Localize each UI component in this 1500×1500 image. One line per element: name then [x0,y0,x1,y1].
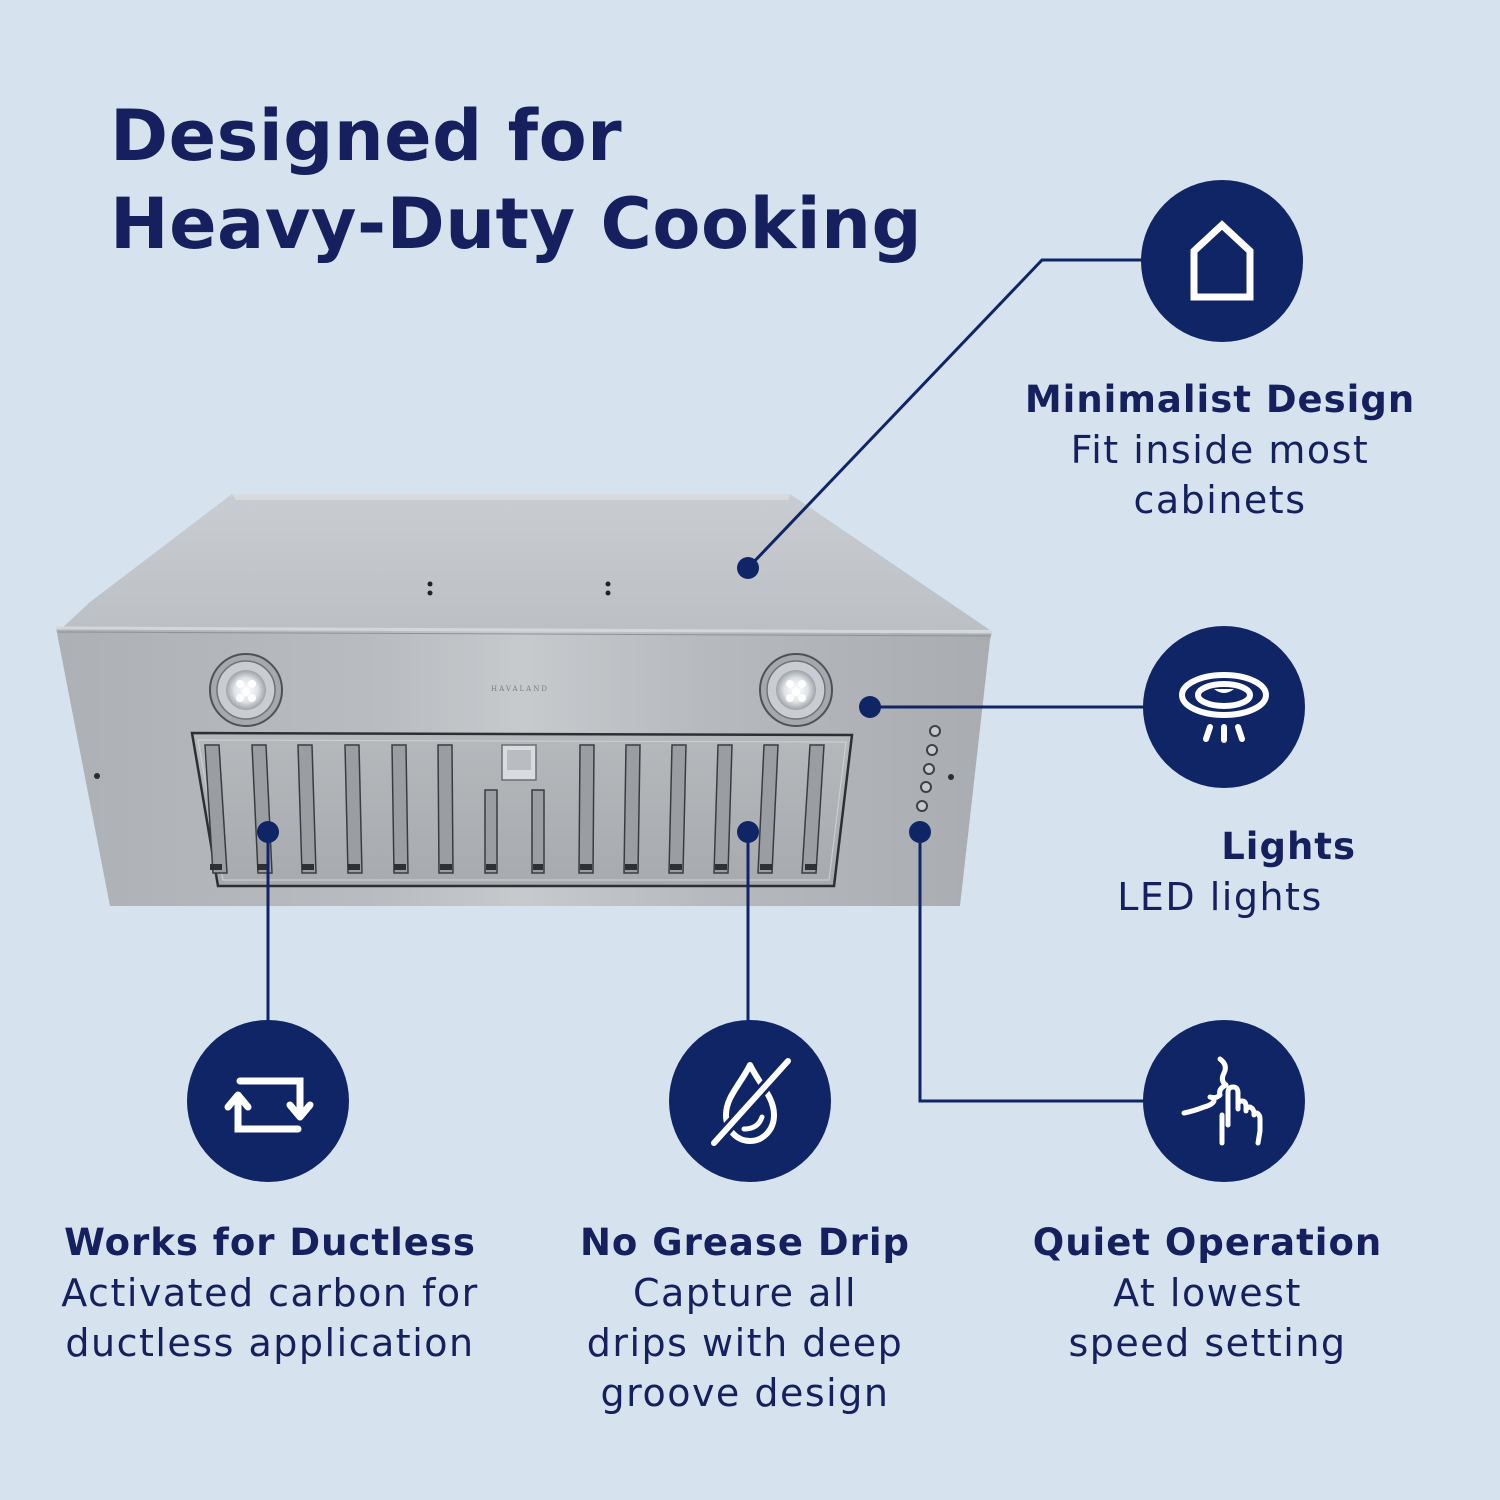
feature-no-grease-drip: No Grease Drip Capture all drips with de… [545,1218,945,1418]
led-light-left [209,653,283,727]
recirculate-arrows-icon [224,1077,314,1133]
feature-title: Works for Ductless [64,1221,476,1264]
callout-dot-lights [859,696,881,718]
svg-text:HAVALAND: HAVALAND [491,685,549,693]
lights-icon-badge [1143,626,1305,788]
feature-title: Lights [1221,825,1356,868]
no-drip-icon [709,1056,793,1148]
feature-title: Minimalist Design [1024,378,1416,421]
feature-minimalist-design: Minimalist Design Fit inside most cabine… [990,375,1450,525]
feature-title: Quiet Operation [1032,1221,1383,1264]
feature-description: LED lights [1117,875,1323,919]
feature-quiet-operation: Quiet Operation At lowest speed setting [995,1218,1420,1368]
ductless-icon-badge [187,1020,349,1182]
callout-dot-minimalist [737,557,759,579]
page-title: Designed for Heavy-Duty Cooking [110,92,922,268]
grease-icon-badge [669,1020,831,1182]
title-line-2: Heavy-Duty Cooking [110,183,923,265]
callout-dot-quiet [909,821,931,843]
feature-works-for-ductless: Works for Ductless Activated carbon for … [20,1218,520,1368]
minimalist-icon-badge [1141,180,1303,342]
callout-dot-grease [737,821,759,843]
led-light-right [759,653,833,727]
title-line-1: Designed for [110,95,623,177]
quiet-icon-badge [1143,1020,1305,1182]
feature-title: No Grease Drip [579,1221,911,1264]
baffle-slats [204,744,825,874]
feature-description: At lowest speed setting [1068,1271,1347,1365]
house-outline-icon [1190,220,1254,301]
callout-dot-ductless [257,821,279,843]
feature-description: Capture all drips with deep groove desig… [586,1271,904,1415]
shush-gesture-icon [1181,1056,1263,1146]
ceiling-light-icon [1179,672,1269,743]
control-buttons [916,725,941,812]
hood-top-body [60,494,990,630]
feature-description: Activated carbon for ductless applicatio… [61,1271,479,1365]
feature-lights: Lights LED lights [1070,822,1370,922]
feature-description: Fit inside most cabinets [1070,428,1370,522]
